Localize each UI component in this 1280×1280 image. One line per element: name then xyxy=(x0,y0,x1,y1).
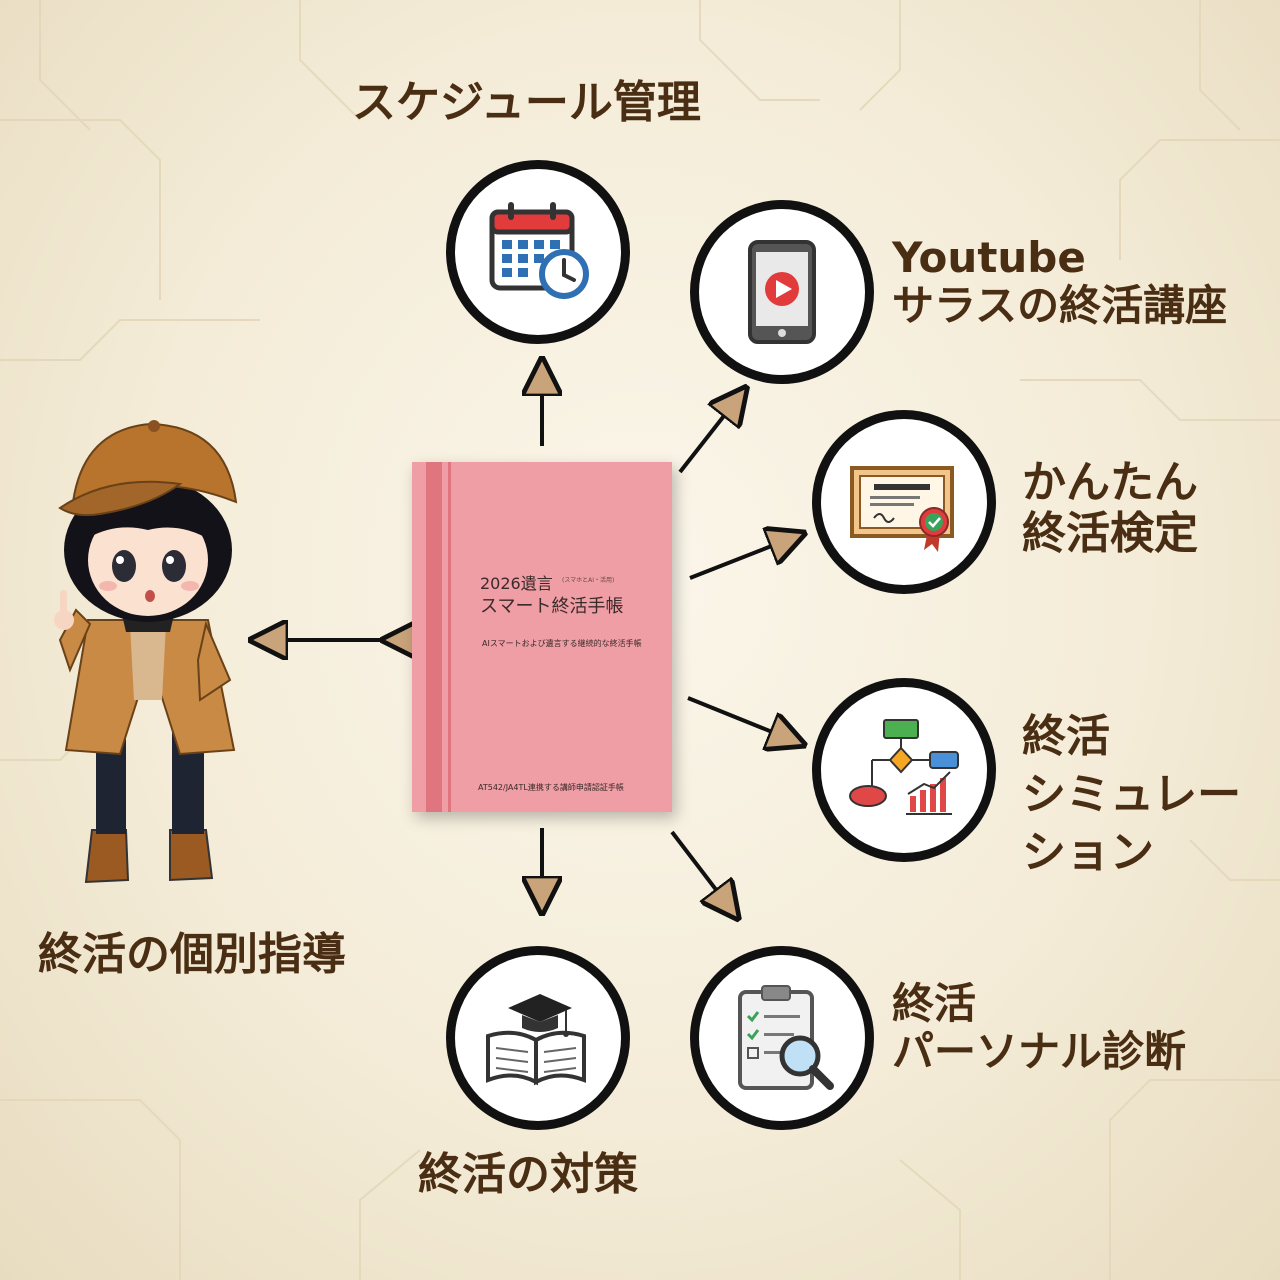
schedule-node xyxy=(446,160,630,344)
flowchart-icon xyxy=(844,710,964,830)
youtube-node xyxy=(690,200,874,384)
certificate-icon xyxy=(844,442,964,562)
label-exam: かんたん 終活検定 xyxy=(1022,458,1198,559)
clipboard-search-icon xyxy=(722,978,842,1098)
tablet-play-icon xyxy=(722,232,842,352)
label-schedule: スケジュール管理 xyxy=(352,78,701,129)
book-spine-line xyxy=(448,462,451,812)
book-title: スマート終活手帳 xyxy=(480,592,623,618)
label-diagnosis-line2: パーソナル診断 xyxy=(892,1028,1186,1076)
book-graduation-icon xyxy=(478,978,598,1098)
smart-ending-notebook[interactable]: 2026遺言 (スマホとAI・活用) スマート終活手帳 AIスマートおよび遺言す… xyxy=(412,462,672,812)
label-simulation: 終活 シミュレー ション xyxy=(1022,708,1241,882)
label-exam-line1: かんたん xyxy=(1022,458,1198,509)
label-diagnosis: 終活 パーソナル診断 xyxy=(892,980,1186,1077)
label-diagnosis-line1: 終活 xyxy=(892,980,1186,1028)
label-measures: 終活の対策 xyxy=(418,1150,638,1201)
book-small-note: (スマホとAI・活用) xyxy=(562,575,614,584)
character-illustration xyxy=(30,410,260,890)
simulation-node xyxy=(812,678,996,862)
label-simulation-line2: シミュレー xyxy=(1022,766,1241,824)
book-year-title: 2026遺言 xyxy=(480,570,553,594)
label-simulation-line3: ション xyxy=(1022,824,1241,882)
label-youtube: Youtube サラスの終活講座 xyxy=(892,234,1227,331)
measures-node xyxy=(446,946,630,1130)
label-youtube-line1: Youtube xyxy=(892,234,1227,282)
label-exam-line2: 終活検定 xyxy=(1022,509,1198,560)
book-spine xyxy=(426,462,442,812)
label-guidance: 終活の個別指導 xyxy=(38,930,346,981)
book-footer: AT542/JA4TL連携する講師申請認証手帳 xyxy=(478,782,624,793)
book-subtitle: AIスマートおよび遺言する継続的な終活手帳 xyxy=(482,638,642,649)
label-youtube-line2: サラスの終活講座 xyxy=(892,282,1227,330)
diagnosis-node xyxy=(690,946,874,1130)
calendar-clock-icon xyxy=(478,192,598,312)
label-simulation-line1: 終活 xyxy=(1022,708,1241,766)
exam-node xyxy=(812,410,996,594)
